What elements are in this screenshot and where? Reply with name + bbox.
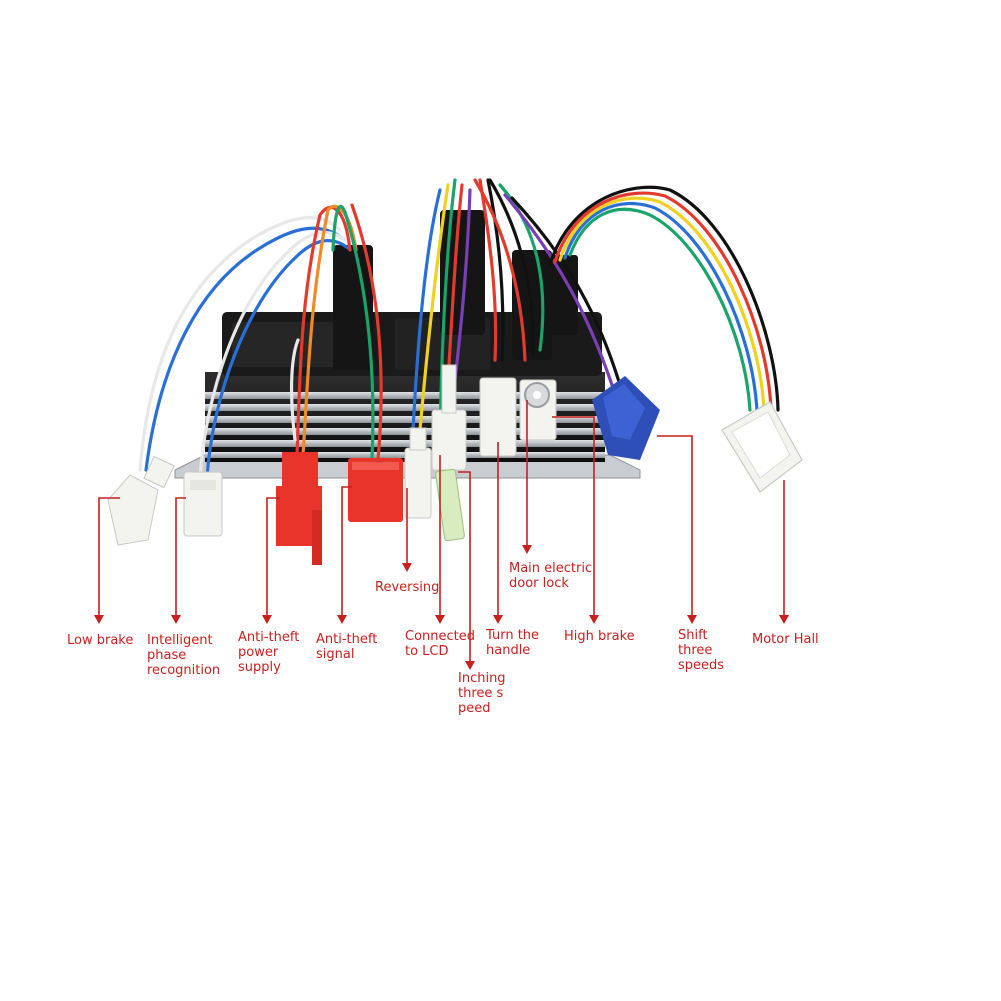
label-high-brake: High brake — [564, 629, 635, 644]
label-turn-handle: Turn the handle — [486, 628, 540, 658]
leader-high-brake — [552, 416, 595, 618]
leader-inching — [458, 471, 471, 664]
connector-low-brake — [107, 455, 175, 546]
leader-anti-theft-signal — [341, 486, 352, 618]
label-shift-speeds: Shift three speeds — [678, 628, 725, 673]
leader-intelligent-phase — [175, 497, 186, 618]
connector-anti-theft-signal — [348, 458, 403, 522]
leader-anti-theft-power — [266, 497, 280, 618]
leader-shift-speeds — [657, 435, 693, 618]
label-anti-theft-power: Anti-theft power supply — [238, 630, 300, 675]
connector-motor-hall — [721, 401, 803, 493]
leader-low-brake — [98, 497, 120, 618]
label-motor-hall: Motor Hall — [752, 632, 819, 647]
connector-shift-speeds — [592, 376, 660, 460]
connector-reversing — [404, 427, 432, 519]
connector-anti-theft-power — [276, 452, 322, 565]
label-connected-lcd: Connected to LCD — [405, 629, 476, 659]
label-main-door-lock: Main electric door lock — [509, 561, 593, 591]
wiring-harness — [138, 178, 780, 480]
label-intelligent-phase: Intelligent phase recognition — [147, 633, 221, 678]
annotation-arrowheads — [94, 545, 789, 670]
annotation-lines — [98, 400, 785, 664]
connector-door-lock — [519, 379, 557, 441]
label-inching-speed: Inching three s peed — [458, 671, 506, 716]
connector-phase-recognition — [183, 471, 223, 537]
label-reversing: Reversing — [375, 580, 440, 595]
label-anti-theft-signal: Anti-theft signal — [316, 632, 378, 662]
label-low-brake: Low brake — [67, 633, 134, 648]
